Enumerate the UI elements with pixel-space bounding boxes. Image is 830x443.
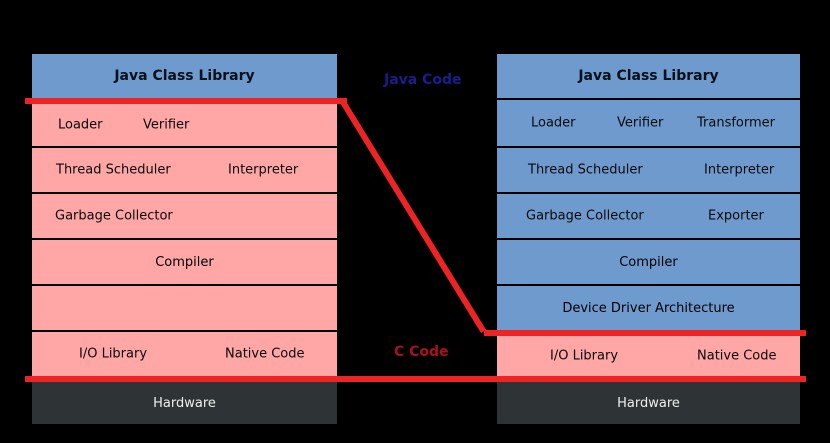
right-garbage-collector-row: Garbage Collector Exporter [497,194,800,238]
right-thread-scheduler-label: Thread Scheduler [528,162,643,178]
row-separator [497,192,800,194]
row-separator [32,238,337,240]
left-garbage-collector-label: Garbage Collector [55,208,173,224]
left-native-code-label: Native Code [225,346,305,362]
right-hardware-row: Hardware [497,382,800,424]
c-code-annotation: C Code [394,344,449,360]
right-jvm-stack: Java Class Library Loader Verifier Trans… [497,54,800,424]
java-code-annotation: Java Code [384,72,462,88]
left-garbage-collector-row: Garbage Collector [32,194,337,238]
right-thread-scheduler-row: Thread Scheduler Interpreter [497,148,800,192]
java-c-boundary-line-left [25,98,347,104]
row-separator [497,284,800,286]
left-jvm-stack: Java Class Library Loader Verifier Threa… [32,54,337,424]
right-transformer-label: Transformer [697,115,776,131]
left-interpreter-label: Interpreter [228,162,299,178]
row-separator [497,98,800,100]
right-interpreter-label: Interpreter [704,162,775,178]
row-separator [497,238,800,240]
right-io-library-label: I/O Library [550,348,619,364]
right-device-driver-architecture-label: Device Driver Architecture [562,300,735,316]
left-io-library-row: I/O Library Native Code [32,332,337,376]
java-c-boundary-line-diagonal [338,98,487,334]
row-separator [497,146,800,148]
left-loader-label: Loader [58,117,103,133]
right-garbage-collector-label: Garbage Collector [526,208,644,224]
java-c-boundary-line-right [484,330,806,336]
right-exporter-label: Exporter [708,208,764,224]
row-separator [32,146,337,148]
left-hardware-row: Hardware [32,382,337,424]
left-compiler-row: Compiler [32,240,337,284]
left-java-class-library-header: Java Class Library [32,54,337,98]
left-empty-row [32,286,337,330]
left-hardware-label: Hardware [153,395,216,411]
right-loader-label: Loader [531,115,576,131]
row-separator [32,284,337,286]
left-thread-scheduler-row: Thread Scheduler Interpreter [32,148,337,192]
row-separator [32,330,337,332]
left-loader-verifier-row: Loader Verifier [32,104,337,146]
left-thread-scheduler-label: Thread Scheduler [56,162,171,178]
c-hardware-boundary-line [25,376,806,382]
right-hardware-label: Hardware [617,395,680,411]
left-compiler-label: Compiler [155,254,214,270]
right-loader-verifier-transformer-row: Loader Verifier Transformer [497,100,800,146]
right-native-code-label: Native Code [697,348,777,364]
right-device-driver-architecture-row: Device Driver Architecture [497,286,800,330]
right-verifier-label: Verifier [617,115,664,131]
row-separator [32,192,337,194]
right-java-class-library-header: Java Class Library [497,54,800,98]
left-verifier-label: Verifier [143,117,190,133]
right-compiler-row: Compiler [497,240,800,284]
right-io-library-row: I/O Library Native Code [497,336,800,376]
left-io-library-label: I/O Library [79,346,148,362]
right-compiler-label: Compiler [619,254,678,270]
